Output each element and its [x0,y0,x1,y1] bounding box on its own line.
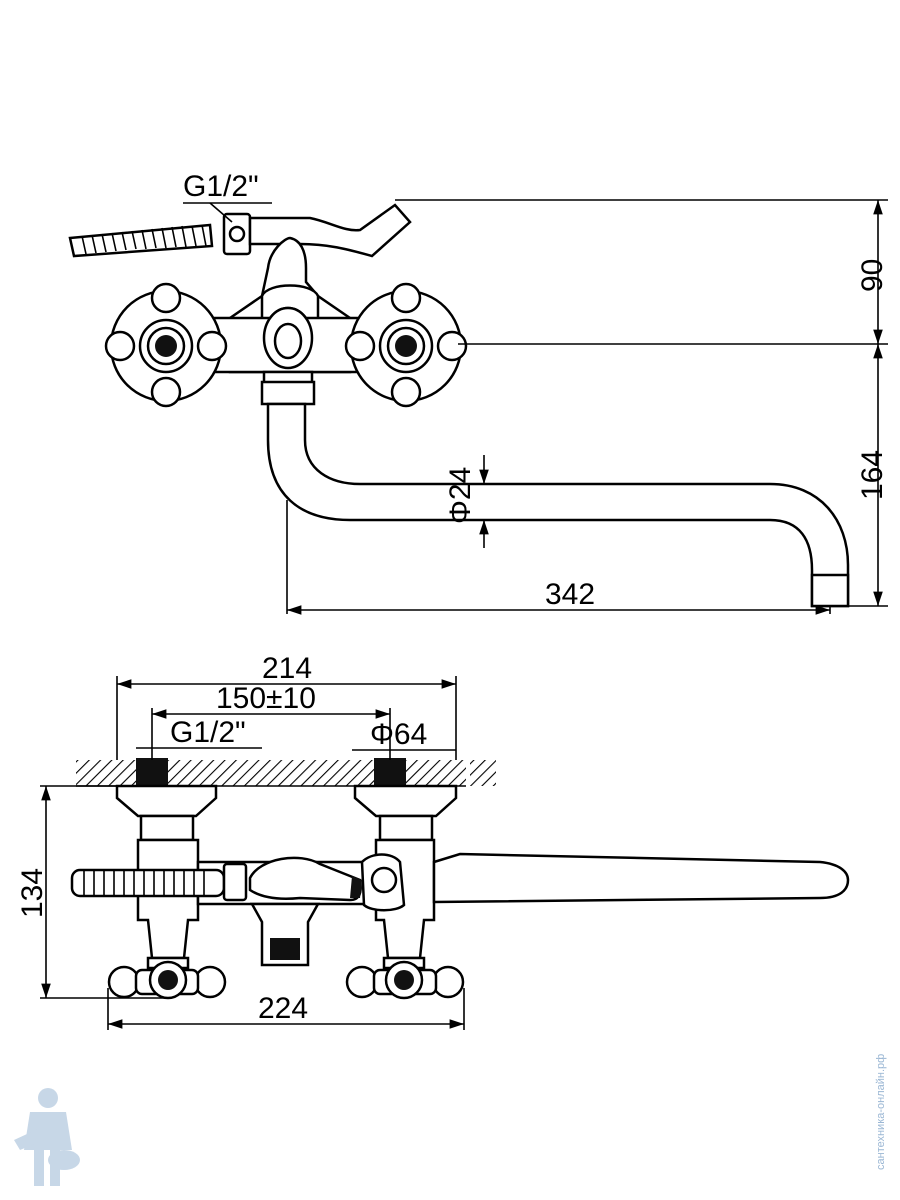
top-spout-reach: 342 [545,578,595,611]
hot-handle [104,282,228,408]
front-thread-label: G1/2" [170,716,246,749]
front-overall-width: 214 [262,652,312,685]
shower-hose [68,212,252,258]
front-height: 134 [16,868,49,918]
top-height-lower: 164 [856,450,889,500]
top-view: G1/2" [68,170,889,615]
spout-pipe [266,402,850,608]
front-view: 214 150±10 G1/2" Φ64 [16,652,850,1030]
plumber-mascot-icon [14,1088,80,1186]
front-handle-width: 224 [258,992,308,1025]
front-spout [432,852,850,904]
watermark-text: сантехника-онлайн.рф [875,1054,887,1170]
front-left-handle [107,956,227,1000]
diverter-lever [248,203,412,258]
top-height-upper: 90 [856,259,889,292]
front-flange-diameter: Φ64 [370,718,427,751]
top-pipe-diameter: Φ24 [444,467,477,524]
front-centre-distance: 150±10 [216,682,316,715]
top-thread-label: G1/2" [183,170,259,203]
front-hose [70,862,248,902]
wall-hatch [76,760,466,786]
front-right-handle [345,956,465,1000]
cold-handle [344,282,468,408]
